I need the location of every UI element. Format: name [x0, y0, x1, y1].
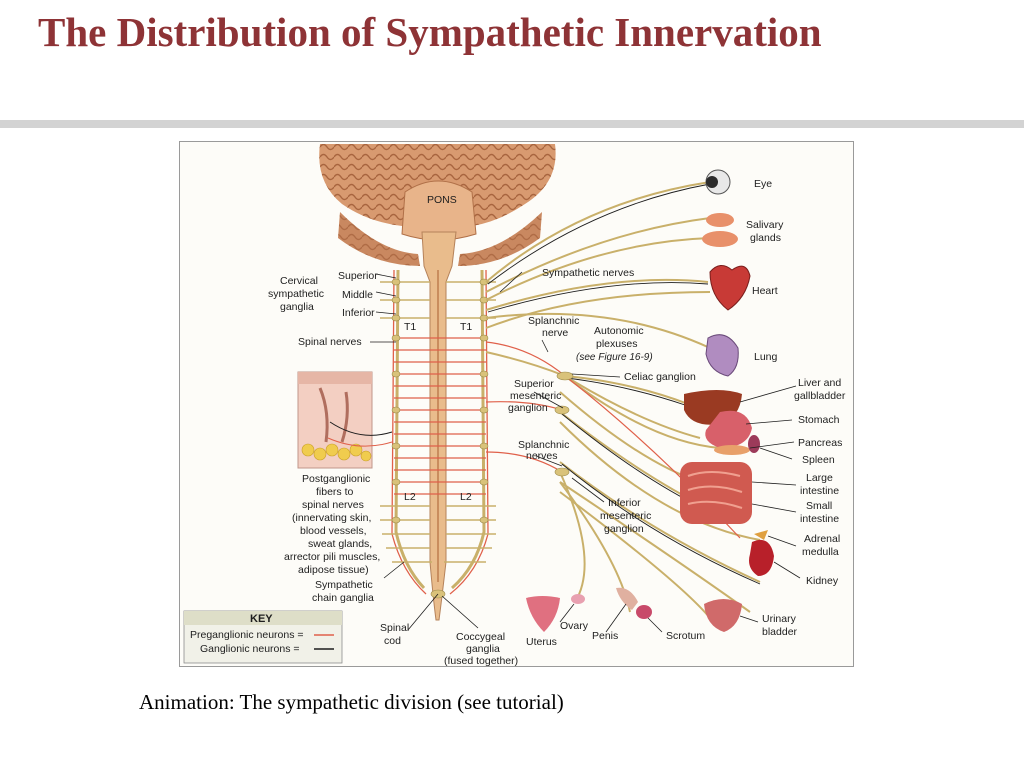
penis-illustration: [616, 587, 638, 610]
eye-illustration: [705, 169, 731, 195]
stomach-label: Stomach: [798, 414, 840, 426]
sympathetic-nerves-label: Sympathetic nerves: [542, 267, 634, 279]
splanchnic-nerve-label-2: nerve: [542, 327, 568, 339]
cervical-ganglia-label-3: ganglia: [280, 301, 314, 313]
uterus-label: Uterus: [526, 636, 557, 648]
superior-mesenteric-label-3: ganglion: [508, 402, 548, 414]
postganglionic-label-5: blood vessels,: [300, 525, 367, 537]
heart-label: Heart: [752, 285, 778, 297]
collateral-ganglia: [554, 371, 574, 477]
small-intestine-label-2: intestine: [800, 513, 839, 525]
kidney-label: Kidney: [806, 575, 839, 587]
salivary-label-2: glands: [750, 232, 781, 244]
coccygeal-label-2: ganglia: [466, 643, 500, 655]
autonomic-plexuses-label-2: plexuses: [596, 338, 637, 350]
salivary-label-1: Salivary: [746, 219, 784, 231]
liver-label-2: gallbladder: [794, 390, 846, 402]
cervical-superior-label: Superior: [338, 270, 378, 282]
key-ganglionic-label: Ganglionic neurons =: [200, 643, 300, 655]
t1-left-label: T1: [404, 321, 416, 333]
title-divider: [0, 120, 1024, 128]
sympathetic-chain-label-2: chain ganglia: [312, 592, 374, 604]
kidney-illustration: [749, 539, 774, 576]
lung-label: Lung: [754, 351, 778, 363]
adrenal-illustration: [754, 530, 768, 540]
ovary-label: Ovary: [560, 620, 589, 632]
postganglionic-label-3: spinal nerves: [302, 499, 364, 511]
pancreas-illustration: [714, 445, 750, 455]
sympathetic-innervation-figure: PONS: [179, 141, 854, 667]
cervical-ganglia-label-1: Cervical: [280, 275, 318, 287]
celiac-ganglion-label: Celiac ganglion: [624, 371, 696, 383]
superior-mesenteric-label-2: mesenteric: [510, 390, 561, 402]
bladder-illustration: [704, 599, 742, 632]
leader-lines: [370, 271, 801, 633]
splanchnic-nerves-label-2: nerves: [526, 450, 558, 462]
stomach-illustration: [705, 410, 752, 448]
sympathetic-chain-label-1: Sympathetic: [315, 579, 373, 591]
lung-illustration: [705, 334, 739, 377]
cervical-ganglia-label-2: sympathetic: [268, 288, 324, 300]
bladder-label-1: Urinary: [762, 613, 797, 625]
pons-label: PONS: [427, 194, 457, 206]
spinal-cord-label-2: cod: [384, 635, 401, 647]
postganglionic-label-6: sweat glands,: [308, 538, 372, 550]
heart-illustration: [709, 265, 751, 311]
spleen-illustration: [748, 435, 760, 453]
see-figure-label: (see Figure 16-9): [576, 352, 653, 363]
pancreas-label: Pancreas: [798, 437, 842, 449]
superior-mesenteric-label-1: Superior: [514, 378, 554, 390]
inferior-mesenteric-label-1: Inferior: [608, 497, 641, 509]
l2-left-label: L2: [404, 491, 416, 503]
cervical-inferior-label: Inferior: [342, 307, 375, 319]
key-preganglionic-label: Preganglionic neurons =: [190, 629, 304, 641]
spinal-cord-label-1: Spinal: [380, 622, 409, 634]
postganglionic-label-2: fibers to: [316, 486, 354, 498]
small-intestine-label-1: Small: [806, 500, 832, 512]
ovary-illustration: [571, 594, 585, 604]
l2-right-label: L2: [460, 491, 472, 503]
adrenal-label-1: Adrenal: [804, 533, 840, 545]
bladder-label-2: bladder: [762, 626, 798, 638]
sympathetic-diagram: PONS: [183, 144, 846, 666]
coccygeal-label-3: (fused together): [444, 655, 518, 666]
coccygeal-label-1: Coccygeal: [456, 631, 505, 643]
postganglionic-label-7: arrector pili muscles,: [284, 551, 380, 563]
eye-label: Eye: [754, 178, 772, 190]
brain-illustration: [319, 144, 556, 266]
key-title: KEY: [250, 613, 273, 625]
postganglionic-label-8: adipose tissue): [298, 564, 369, 576]
postganglionic-label-1: Postganglionic: [302, 473, 370, 485]
splanchnic-nerve-label-1: Splanchnic: [528, 315, 579, 327]
large-intestine-label-1: Large: [806, 472, 833, 484]
scrotum-illustration: [636, 605, 652, 619]
splanchnic-nerves-label-1: Splanchnic: [518, 439, 569, 451]
liver-label-1: Liver and: [798, 377, 841, 389]
adrenal-label-2: medulla: [802, 546, 839, 558]
penis-label: Penis: [592, 630, 618, 642]
organ-illustrations: [526, 169, 774, 632]
inferior-mesenteric-label-3: ganglion: [604, 523, 644, 535]
spinal-nerves-label: Spinal nerves: [298, 336, 362, 348]
slide-caption: Animation: The sympathetic division (see…: [139, 690, 564, 714]
scrotum-label: Scrotum: [666, 630, 705, 642]
postganglionic-label-4: (innervating skin,: [292, 512, 371, 524]
legend-key: KEY Preganglionic neurons = Ganglionic n…: [183, 610, 343, 664]
slide-title: The Distribution of Sympathetic Innervat…: [38, 9, 822, 55]
uterus-illustration: [526, 596, 560, 632]
large-intestine-label-2: intestine: [800, 485, 839, 497]
t1-right-label: T1: [460, 321, 472, 333]
intestines-illustration: [680, 462, 752, 524]
inferior-mesenteric-label-2: mesenteric: [600, 510, 651, 522]
cervical-middle-label: Middle: [342, 289, 373, 301]
spleen-label: Spleen: [802, 454, 835, 466]
skin-inset: [297, 371, 393, 469]
autonomic-plexuses-label-1: Autonomic: [594, 325, 644, 337]
sympathetic-chains: [380, 269, 496, 599]
salivary-glands-illustration: [702, 213, 738, 247]
